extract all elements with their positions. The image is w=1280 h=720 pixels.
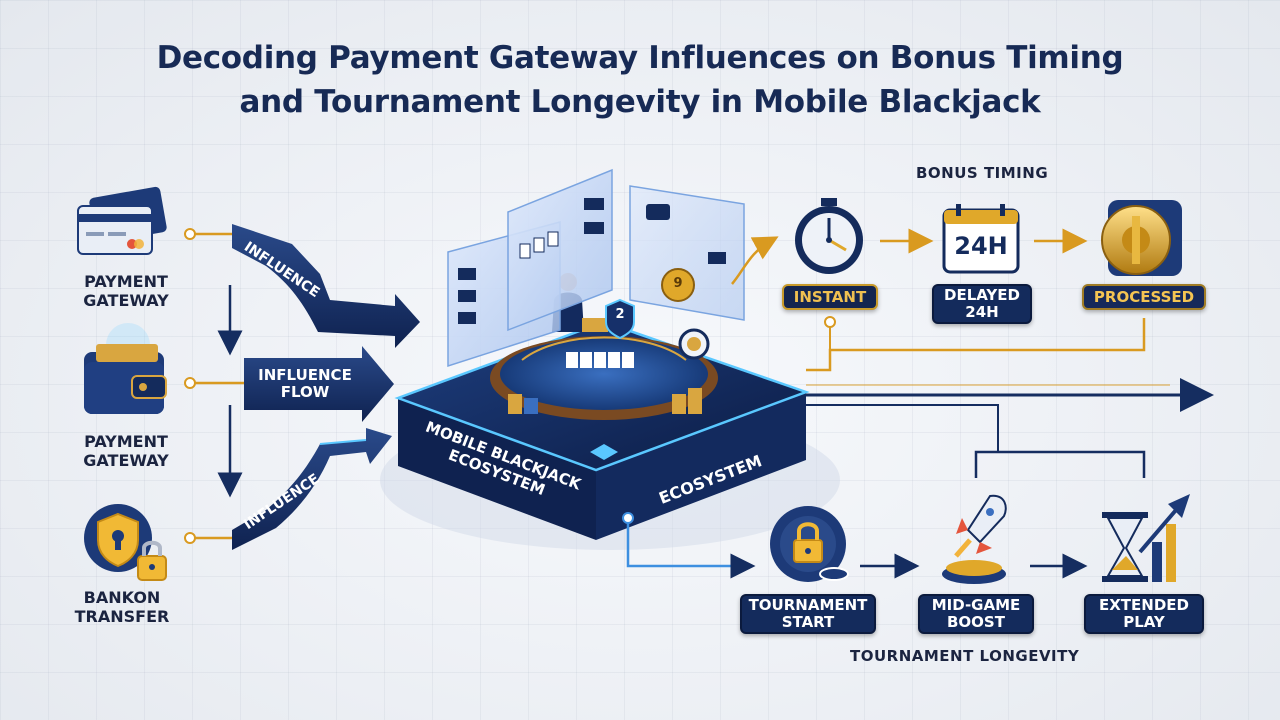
main-output-arrow	[806, 378, 1214, 412]
source-label-3: BANKON TRANSFER	[60, 588, 184, 626]
credit-card-icon	[77, 186, 167, 255]
lock-chips-icon	[770, 506, 849, 582]
instant-connector	[824, 316, 836, 328]
extended-line-2: PLAY	[1123, 613, 1165, 631]
tournament-heading: TOURNAMENT LONGEVITY	[850, 647, 1080, 665]
source-label-1: PAYMENT GATEWAY	[66, 272, 186, 310]
tournament-step-extended: EXTENDED PLAY	[1084, 594, 1204, 634]
hub-chip-number: 9	[673, 276, 683, 291]
source-label-2: PAYMENT GATEWAY	[66, 432, 186, 470]
influence-flow-line-2: FLOW	[280, 383, 330, 401]
influence-ribbon-top	[195, 224, 420, 348]
hub-to-tournament-line	[626, 518, 756, 579]
hub-to-bonus-line	[731, 236, 779, 285]
wallet-icon	[84, 323, 167, 414]
bonus-timing-heading: BONUS TIMING	[916, 164, 1049, 182]
bonus-return-line	[806, 318, 1146, 372]
instant-label: INSTANT	[793, 287, 867, 306]
page-title: Decoding Payment Gateway Influences on B…	[0, 36, 1280, 124]
source-1-line-1: PAYMENT	[84, 272, 168, 291]
hub-bottom-connector	[622, 512, 634, 524]
shield-lock-icon	[84, 504, 167, 581]
tournament-start-line-1: TOURNAMENT	[748, 596, 868, 614]
source-connector-3	[184, 532, 196, 544]
rocket-icon	[942, 494, 1007, 584]
boost-line-1: MID-GAME	[931, 596, 1021, 614]
shield-badge-icon	[605, 298, 635, 340]
title-line-1: Decoding Payment Gateway Influences on B…	[156, 40, 1124, 76]
stopwatch-icon	[795, 198, 863, 274]
source-3-line-2: TRANSFER	[74, 607, 170, 626]
source-connector-2	[184, 377, 196, 389]
tournament-tree-line	[974, 450, 1146, 478]
boost-line-2: BOOST	[947, 613, 1005, 631]
influence-ribbon-bottom	[195, 428, 392, 550]
delayed-label-line-2: 24H	[965, 303, 999, 321]
bonus-step-delayed: DELAYED 24H	[932, 284, 1032, 324]
tournament-start-line-2: START	[781, 613, 835, 631]
delayed-label-line-1: DELAYED	[944, 286, 1020, 304]
title-line-2: and Tournament Longevity in Mobile Black…	[239, 84, 1041, 120]
source-2-line-2: GATEWAY	[83, 451, 169, 470]
influence-flow-label: INFLUENCE FLOW	[250, 367, 360, 401]
side-chip-icon	[678, 328, 710, 360]
influence-ribbon-middle	[195, 346, 394, 422]
app-screen-right	[629, 185, 745, 321]
tournament-step-boost: MID-GAME BOOST	[918, 594, 1034, 634]
tournament-branch-line	[806, 404, 999, 452]
source-2-line-1: PAYMENT	[84, 432, 168, 451]
hourglass-growth-icon	[1102, 494, 1190, 582]
blackjack-hub	[380, 273, 840, 550]
calendar-icon	[942, 204, 1020, 274]
tournament-step-start: TOURNAMENT START	[740, 594, 876, 634]
bonus-step-instant: INSTANT	[782, 284, 878, 310]
app-screen-main	[507, 168, 613, 332]
influence-flow-line-1: INFLUENCE	[258, 366, 352, 384]
hub-badge-number: 2	[615, 307, 625, 322]
source-1-line-2: GATEWAY	[83, 291, 169, 310]
source-connector-1	[184, 228, 196, 240]
source-3-line-1: BANKON	[83, 588, 161, 607]
bonus-step-processed: PROCESSED	[1082, 284, 1206, 310]
extended-line-1: EXTENDED	[1099, 596, 1189, 614]
calendar-icon-text: 24H	[954, 232, 1008, 260]
vault-icon	[1101, 200, 1182, 276]
processed-label: PROCESSED	[1093, 287, 1195, 306]
